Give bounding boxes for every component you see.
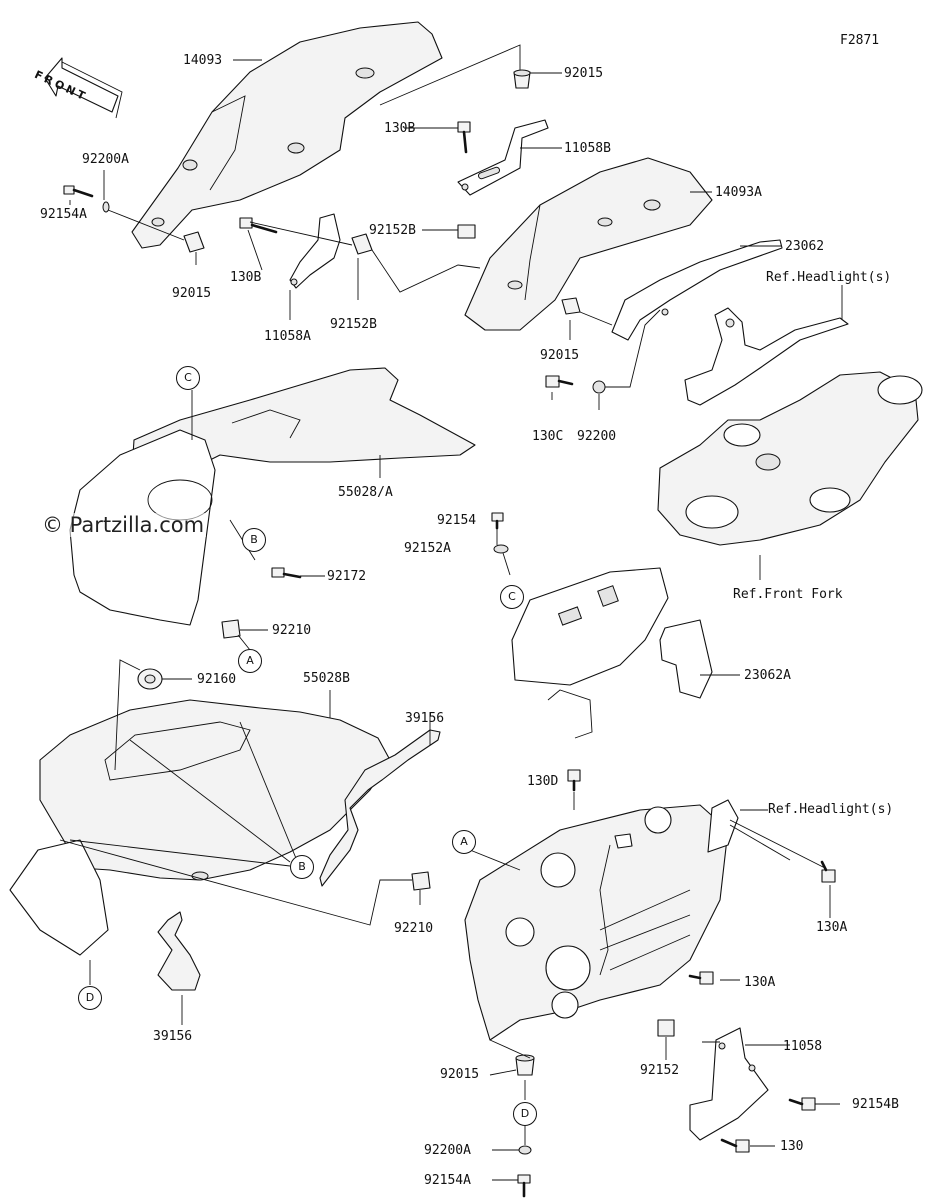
leader-lines — [59, 44, 843, 1181]
part-label-14093[interactable]: 14093 — [183, 53, 223, 68]
part-label-23062[interactable]: 23062 — [785, 239, 825, 254]
bolt-130B-mid — [239, 217, 278, 234]
lower-cowl-55028B — [9, 699, 391, 956]
front-arrow-icon — [44, 57, 123, 119]
ref-label-front-fork[interactable]: Ref.Front Fork — [733, 587, 843, 602]
collar-92015-left — [183, 231, 205, 253]
bolt-130C — [545, 375, 574, 388]
screw-92172 — [271, 567, 302, 579]
bolt-130A-right — [820, 860, 836, 883]
bracket-11058 — [689, 1027, 769, 1141]
bolt-130B-top — [457, 121, 471, 154]
callout-c-lower: C — [500, 585, 524, 609]
part-label-92200[interactable]: 92200 — [577, 429, 617, 444]
part-label-11058[interactable]: 11058 — [783, 1039, 823, 1054]
callout-a-upper: A — [238, 649, 262, 673]
part-label-92015-bottom[interactable]: 92015 — [440, 1067, 480, 1082]
part-label-55028B[interactable]: 55028B — [303, 671, 350, 686]
bracket-11058B — [457, 119, 549, 196]
duct-39156-lower — [157, 911, 201, 991]
stay-23062 — [611, 239, 783, 341]
watermark: © Partzilla.com — [40, 513, 207, 537]
part-label-55028A[interactable]: 55028/A — [338, 485, 393, 500]
part-label-92152A[interactable]: 92152A — [404, 541, 451, 556]
cowl-14093A — [464, 157, 713, 331]
grommet-92152 — [657, 1019, 675, 1037]
part-label-92152[interactable]: 92152 — [640, 1063, 680, 1078]
duct-39156-right — [319, 729, 441, 887]
part-label-130B-mid[interactable]: 130B — [230, 270, 262, 285]
part-label-130[interactable]: 130 — [780, 1139, 804, 1154]
part-label-92200A[interactable]: 92200A — [82, 152, 129, 167]
bolt-92154B — [788, 1097, 816, 1111]
meter-bracket-23062A — [511, 567, 713, 739]
bracket-11058A — [289, 213, 341, 289]
bolt-92154A-top — [63, 185, 94, 198]
part-label-92154[interactable]: 92154 — [437, 513, 477, 528]
washer-92200A-bottom — [518, 1145, 532, 1155]
part-label-130D[interactable]: 130D — [527, 774, 559, 789]
part-label-92154A-bottom[interactable]: 92154A — [424, 1173, 471, 1188]
part-label-92200A-bottom[interactable]: 92200A — [424, 1143, 471, 1158]
part-label-39156-lower[interactable]: 39156 — [153, 1029, 193, 1044]
front-fork-bridge — [657, 371, 923, 546]
headlight-bracket-lower — [707, 799, 739, 853]
callout-b-lower: B — [290, 855, 314, 879]
part-label-92154A[interactable]: 92154A — [40, 207, 87, 222]
washer-92200 — [592, 380, 606, 394]
part-label-130C[interactable]: 130C — [532, 429, 564, 444]
part-label-92152B[interactable]: 92152B — [369, 223, 416, 238]
ref-label-headlight-lower[interactable]: Ref.Headlight(s) — [768, 802, 894, 817]
cowl-14093 — [131, 21, 443, 249]
part-label-92015[interactable]: 92015 — [564, 66, 604, 81]
nut-92210-upper — [221, 619, 241, 639]
part-label-92015-left[interactable]: 92015 — [172, 286, 212, 301]
callout-b-upper: B — [242, 528, 266, 552]
part-label-130A-right[interactable]: 130A — [816, 920, 848, 935]
bolt-130 — [720, 1138, 750, 1153]
bolt-130A-mid — [688, 971, 714, 985]
part-label-11058A[interactable]: 11058A — [264, 329, 311, 344]
bolt-130D — [567, 769, 581, 792]
callout-a-lower: A — [452, 830, 476, 854]
part-label-39156-right[interactable]: 39156 — [405, 711, 445, 726]
part-label-130B[interactable]: 130B — [384, 121, 416, 136]
nut-92210-lower — [411, 871, 431, 891]
part-label-92160[interactable]: 92160 — [197, 672, 237, 687]
bolt-92154 — [491, 512, 504, 530]
bolt-92154A-bottom — [517, 1174, 531, 1198]
part-label-11058B[interactable]: 11058B — [564, 141, 611, 156]
part-label-92154B[interactable]: 92154B — [852, 1097, 899, 1112]
part-label-130A-mid[interactable]: 130A — [744, 975, 776, 990]
callout-c-upper: C — [176, 366, 200, 390]
callout-d-left: D — [78, 986, 102, 1010]
washer-92200A-top — [102, 201, 110, 213]
ref-label-headlight-upper[interactable]: Ref.Headlight(s) — [766, 270, 892, 285]
part-label-23062A[interactable]: 23062A — [744, 668, 791, 683]
part-label-92172[interactable]: 92172 — [327, 569, 367, 584]
collar-92015-right — [561, 297, 581, 315]
part-label-92210-lower[interactable]: 92210 — [394, 921, 434, 936]
part-label-92015-right[interactable]: 92015 — [540, 348, 580, 363]
cover-55028A — [131, 367, 476, 471]
part-label-14093A[interactable]: 14093A — [715, 185, 762, 200]
headlight-unit — [464, 804, 729, 1041]
part-label-92152B-mid[interactable]: 92152B — [330, 317, 377, 332]
headlight-bracket-upper — [684, 307, 849, 406]
part-label-92210-upper[interactable]: 92210 — [272, 623, 312, 638]
washer-92152A — [493, 544, 509, 554]
callout-d-bottom: D — [513, 1102, 537, 1126]
figure-code: F2871 — [840, 33, 880, 48]
grommet-92152B-right — [457, 224, 476, 239]
